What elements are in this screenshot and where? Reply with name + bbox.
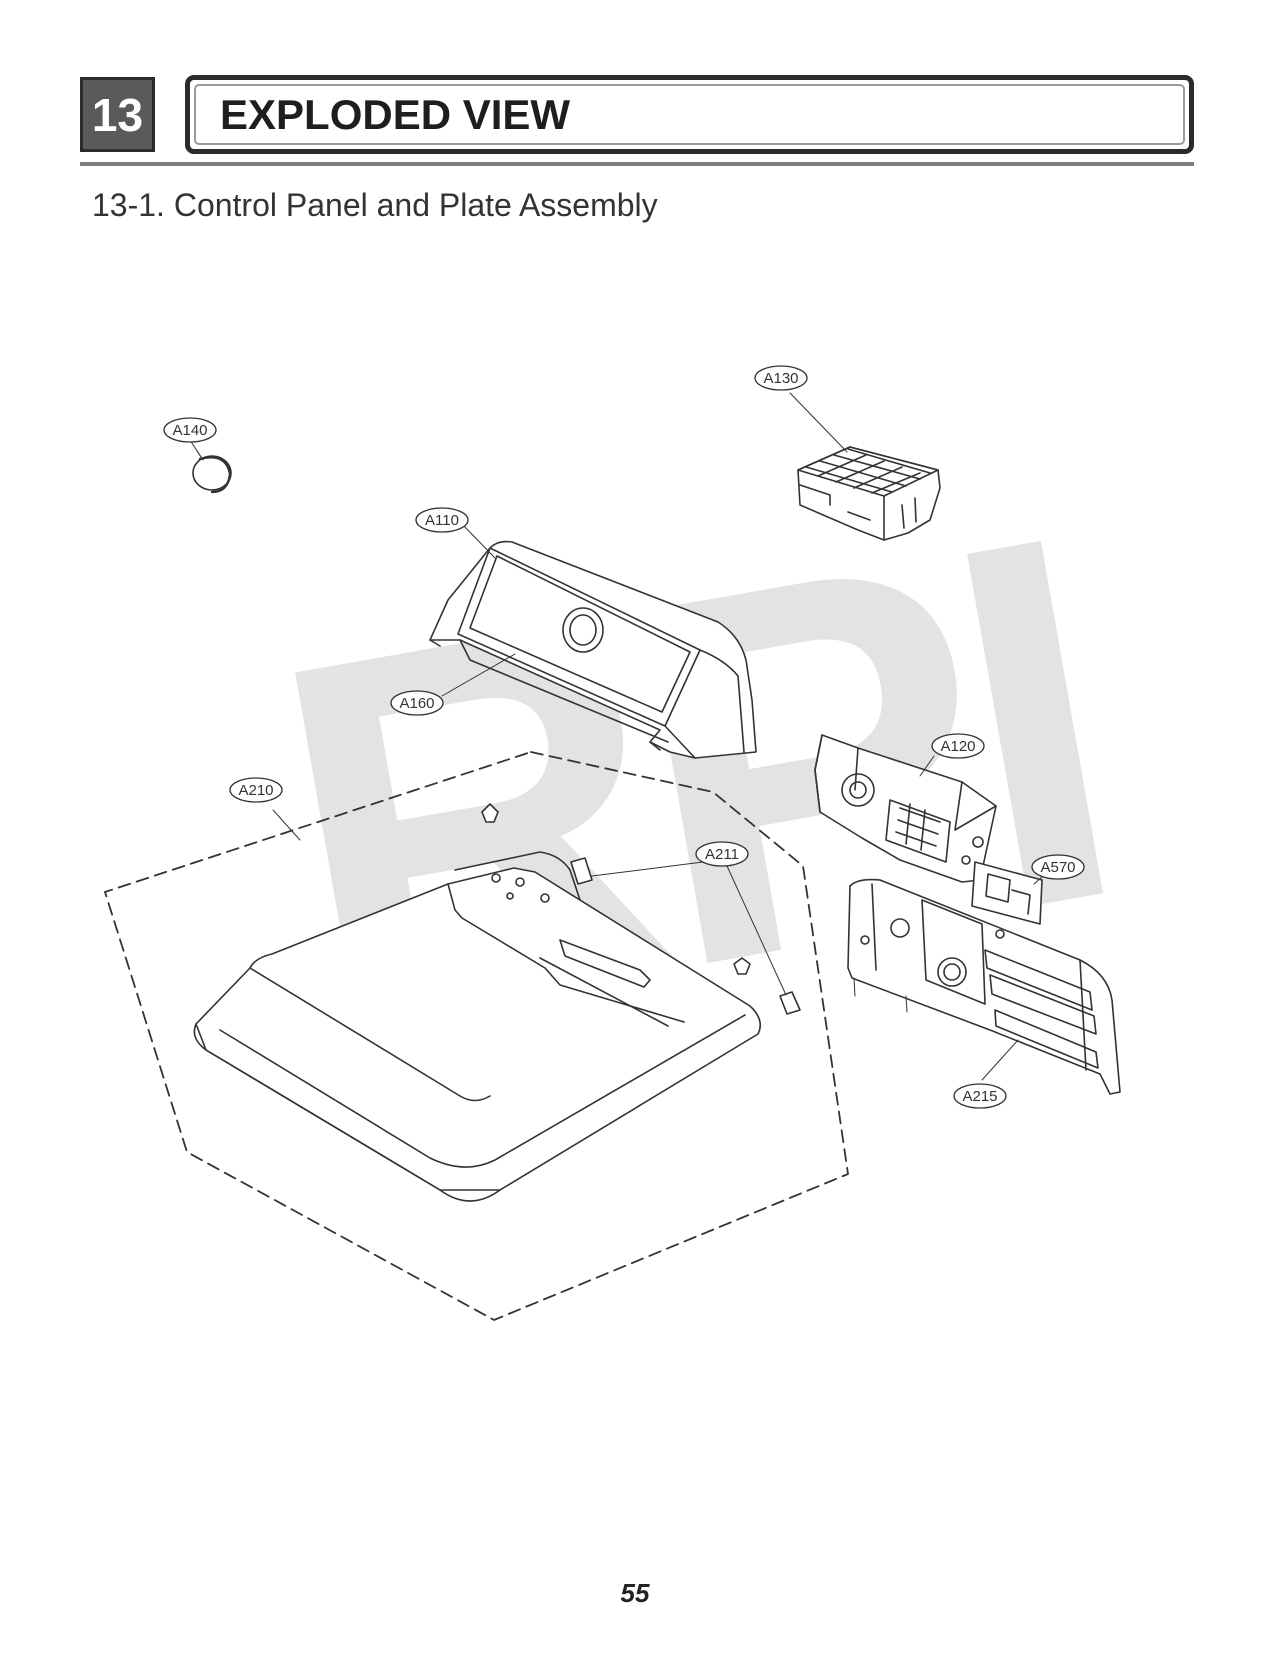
title-inner-border [194,84,1185,145]
part-label-a210: A210 [238,782,273,799]
page-number: 55 [620,1578,650,1608]
label-bubble-a160 [390,690,444,716]
section-number-text: 13 [91,88,144,141]
back-plate-part-a215 [847,878,1121,1095]
part-label-a570: A570 [1040,859,1075,876]
label-bubble-a211 [695,841,749,867]
label-bubble-a210 [229,777,283,803]
bracket-part-a570 [971,861,1043,925]
control-panel-part-a110 [429,540,757,759]
part-label-a120: A120 [940,738,975,755]
top-plate-part-a210 [193,851,761,1202]
label-bubble-a130 [754,365,808,391]
pcb-cover-part-a130 [797,446,941,541]
main-pcb-part-a120 [814,734,997,883]
hinge-part-a211 [481,803,801,1015]
title-rule [80,162,1194,166]
part-label-a160: A160 [399,695,434,712]
label-bubble-a570 [1031,854,1085,880]
part-label-a215: A215 [962,1088,997,1105]
knob-part-a140 [192,450,232,494]
part-label-a130: A130 [763,370,798,387]
section-title: EXPLODED VIEW [220,91,571,138]
section-title-box: EXPLODED VIEW [185,75,1194,154]
label-bubble-a110 [415,507,469,533]
assembly-boundary [104,751,849,1321]
page-subtitle: 13-1. Control Panel and Plate Assembly [92,187,658,223]
label-bubble-a120 [931,733,985,759]
section-number: 13 [80,77,155,152]
part-label-a140: A140 [172,422,207,439]
part-label-a211: A211 [705,846,739,863]
part-label-a110: A110 [425,512,459,529]
label-bubble-a140 [163,417,217,443]
label-bubble-a215 [953,1083,1007,1109]
